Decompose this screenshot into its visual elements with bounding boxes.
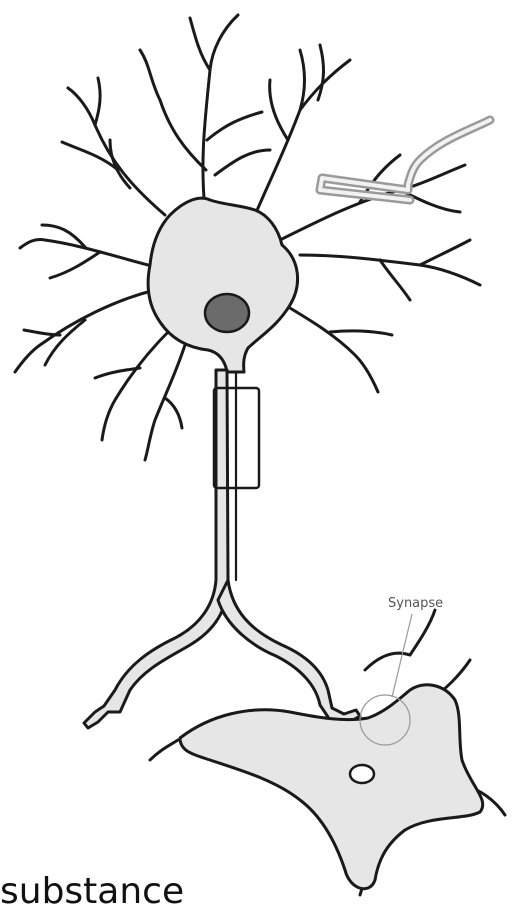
caption-text: substance (0, 872, 184, 912)
soma (148, 198, 297, 372)
axon-right-branch (218, 580, 360, 724)
nucleus (205, 294, 249, 332)
synapse-label: Synapse (388, 596, 443, 611)
recording-probe (320, 120, 490, 200)
postsynaptic-neuron (150, 610, 505, 895)
postsynaptic-nucleus (350, 765, 374, 783)
